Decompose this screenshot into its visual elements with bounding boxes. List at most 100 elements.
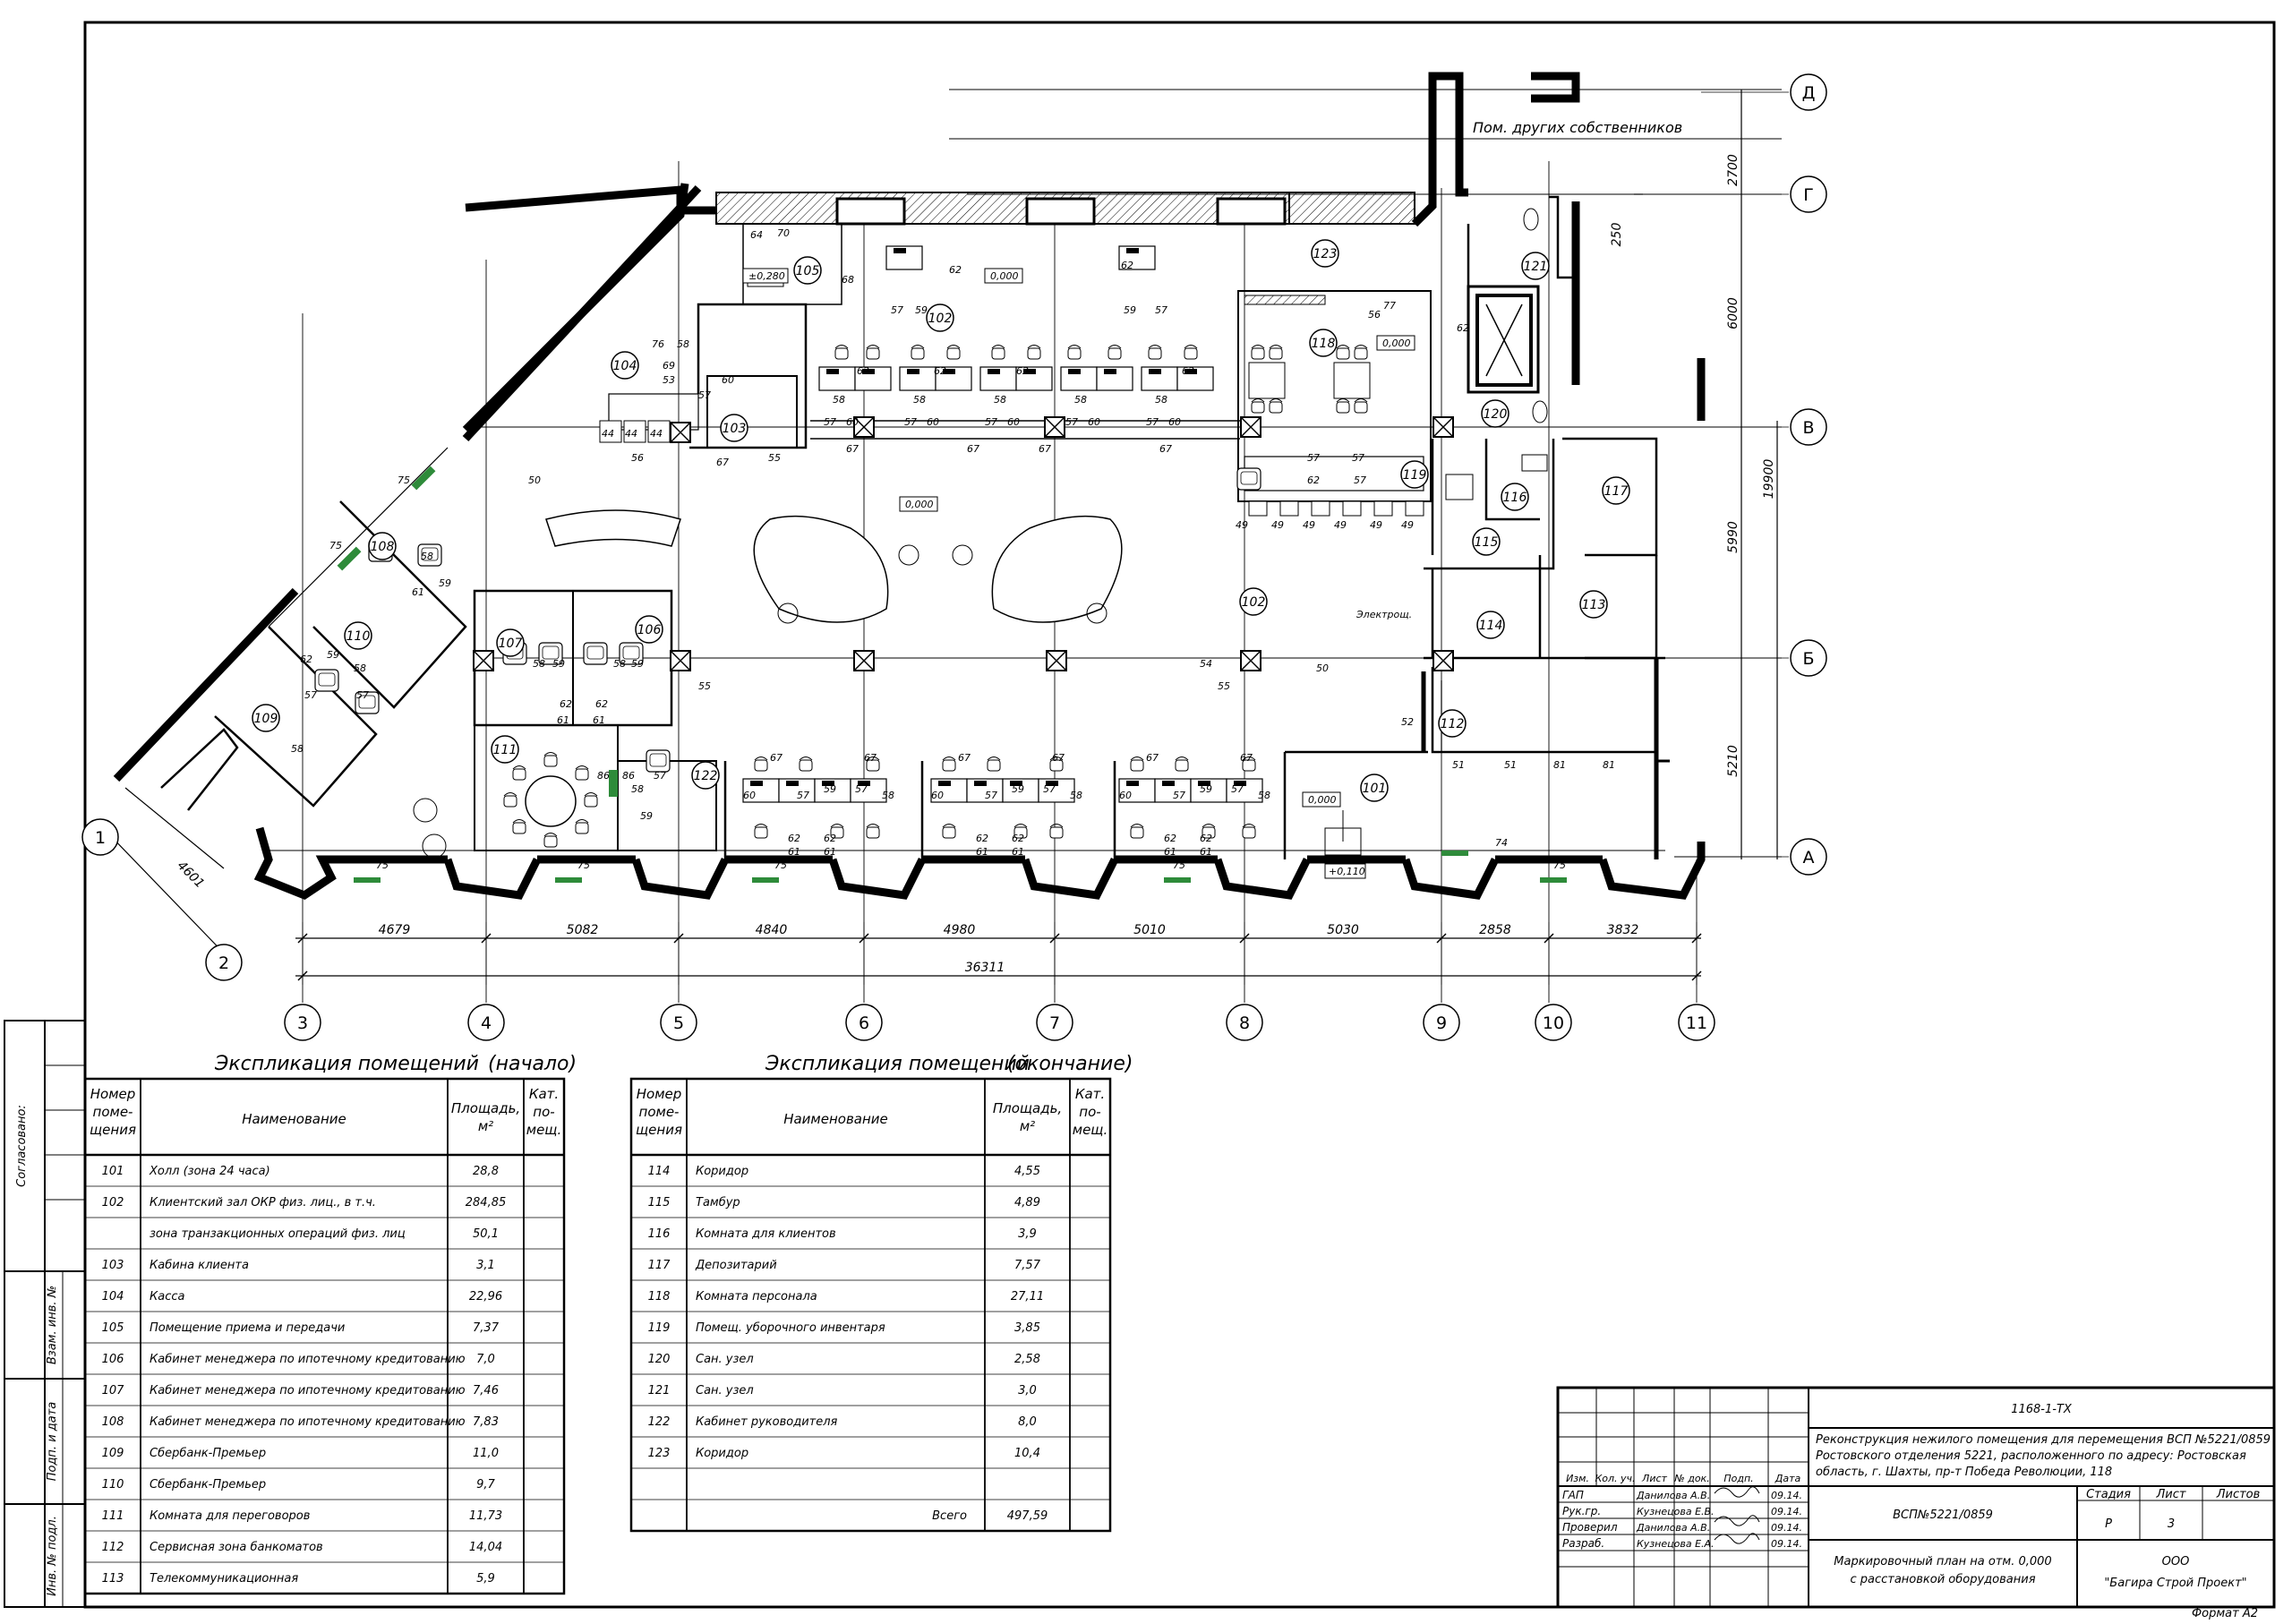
- svg-text:Инв. № подл.: Инв. № подл.: [46, 1516, 59, 1596]
- svg-text:61: 61: [557, 714, 569, 726]
- header-cat: Кат.: [1075, 1086, 1105, 1102]
- svg-text:75: 75: [1553, 859, 1566, 871]
- header-num: Номер: [90, 1086, 136, 1102]
- row-area: 3,85: [1014, 1321, 1040, 1335]
- svg-text:115: 115: [1475, 535, 1499, 550]
- svg-text:57: 57: [1352, 452, 1364, 464]
- row-area: 27,11: [1011, 1290, 1044, 1303]
- row-number: 111: [102, 1509, 124, 1523]
- svg-text:57: 57: [1307, 452, 1320, 464]
- svg-text:58: 58: [913, 394, 926, 406]
- person-date: 09.14.: [1771, 1506, 1802, 1517]
- svg-text:62: 62: [976, 833, 988, 844]
- svg-text:67: 67: [864, 752, 877, 764]
- svg-text:58: 58: [291, 743, 304, 755]
- dimension-value: 4980: [944, 923, 976, 937]
- room-tag: 102: [926, 303, 954, 332]
- room-tag: 106: [635, 615, 663, 644]
- row-area: 28,8: [473, 1165, 499, 1178]
- svg-text:77: 77: [1383, 300, 1396, 312]
- room-tag: 121: [1521, 252, 1550, 280]
- svg-text:59: 59: [327, 649, 339, 661]
- svg-text:49: 49: [1401, 519, 1414, 531]
- svg-text:54: 54: [1200, 658, 1212, 670]
- title-block-header: Лист: [1641, 1473, 1667, 1484]
- axis-label: 6: [859, 1013, 869, 1033]
- svg-text:111: 111: [493, 743, 517, 757]
- row-name: Холл (зона 24 часа): [149, 1165, 270, 1178]
- company-2: "Багира Строй Проект": [2104, 1577, 2246, 1590]
- row-area: 4,55: [1014, 1165, 1040, 1178]
- svg-text:60: 60: [1088, 416, 1100, 428]
- svg-text:59: 59: [1012, 783, 1024, 795]
- person-date: 09.14.: [1771, 1522, 1802, 1534]
- row-name: Телекоммуникационная: [150, 1572, 298, 1586]
- axis-label: 1: [95, 828, 106, 848]
- total-dimension: 36311: [965, 961, 1005, 975]
- svg-text:58: 58: [882, 790, 894, 801]
- room-tag: 123: [1311, 239, 1339, 268]
- room-tag: 111: [491, 735, 519, 764]
- explication-table-end: Экспликация помещений (окончание) Номерп…: [629, 1053, 1133, 1533]
- svg-text:60: 60: [743, 790, 756, 801]
- person-name: Кузнецова Е.А.: [1637, 1538, 1715, 1550]
- axis-label: Б: [1802, 649, 1814, 669]
- row-area: 8,0: [1018, 1415, 1037, 1429]
- svg-text:62: 62: [1121, 260, 1133, 271]
- svg-text:61: 61: [1200, 846, 1212, 858]
- row-name: Клиентский зал ОКР физ. лиц., в т.ч.: [150, 1196, 376, 1209]
- row-name: Кабинет менеджера по ипотечному кредитов…: [150, 1353, 466, 1366]
- svg-text:56: 56: [631, 452, 644, 464]
- row-area: 3,1: [476, 1259, 495, 1272]
- svg-text:68: 68: [842, 274, 854, 286]
- svg-text:57: 57: [824, 416, 836, 428]
- dimension-value: 3832: [1607, 923, 1639, 937]
- axis-label: В: [1802, 418, 1814, 438]
- row-number: 108: [102, 1415, 124, 1429]
- svg-text:61: 61: [1164, 846, 1176, 858]
- person-name: Кузнецова Е.В.: [1637, 1506, 1715, 1517]
- svg-text:50: 50: [1316, 662, 1329, 674]
- svg-text:44: 44: [602, 428, 614, 440]
- svg-text:109: 109: [254, 712, 278, 726]
- svg-text:62: 62: [788, 833, 800, 844]
- axis-label: Д: [1802, 83, 1816, 103]
- dimension-value: 5030: [1327, 923, 1359, 937]
- row-number: 120: [648, 1353, 671, 1366]
- svg-text:Подп. и дата: Подп. и дата: [46, 1402, 59, 1482]
- electro-label: Электрощ.: [1356, 609, 1412, 620]
- room-tag: 104: [611, 351, 639, 380]
- svg-text:м²: м²: [1020, 1118, 1035, 1134]
- header-cat: по-: [1079, 1104, 1100, 1120]
- row-name: Касса: [150, 1290, 184, 1303]
- row-area: 3,0: [1018, 1384, 1037, 1397]
- company-1: ООО: [2162, 1555, 2190, 1568]
- svg-text:117: 117: [1604, 484, 1629, 499]
- level-mark: 0,000: [990, 270, 1019, 282]
- row-area: 50,1: [473, 1227, 499, 1241]
- right-dimension-chain: 2700 250 6000 5990 19900 5210: [1610, 90, 1778, 859]
- row-name: Коридор: [696, 1165, 748, 1178]
- explication-note: (начало): [488, 1053, 577, 1075]
- header-name: Наименование: [783, 1111, 888, 1127]
- svg-text:49: 49: [1370, 519, 1382, 531]
- room-tags: 1011021021031041051061071081091101111121…: [252, 239, 1630, 802]
- axis-label: 8: [1239, 1013, 1250, 1033]
- svg-text:59: 59: [640, 810, 653, 822]
- total-value: 497,59: [1007, 1509, 1048, 1523]
- svg-text:113: 113: [1582, 598, 1606, 612]
- svg-text:58: 58: [1074, 394, 1087, 406]
- svg-text:58: 58: [533, 658, 545, 670]
- svg-text:62: 62: [1182, 365, 1194, 377]
- diagonal-dimension: 4601: [175, 859, 208, 892]
- dimension-lines: [295, 922, 1702, 985]
- row-area: 7,0: [476, 1353, 495, 1366]
- row-number: 122: [648, 1415, 671, 1429]
- furniture: [314, 208, 1567, 883]
- svg-text:58: 58: [421, 551, 433, 562]
- svg-text:61: 61: [976, 846, 988, 858]
- room-tag: 107: [496, 628, 525, 657]
- row-area: 2,58: [1014, 1353, 1040, 1366]
- row-number: 118: [648, 1290, 671, 1303]
- room-tag: 120: [1481, 399, 1509, 428]
